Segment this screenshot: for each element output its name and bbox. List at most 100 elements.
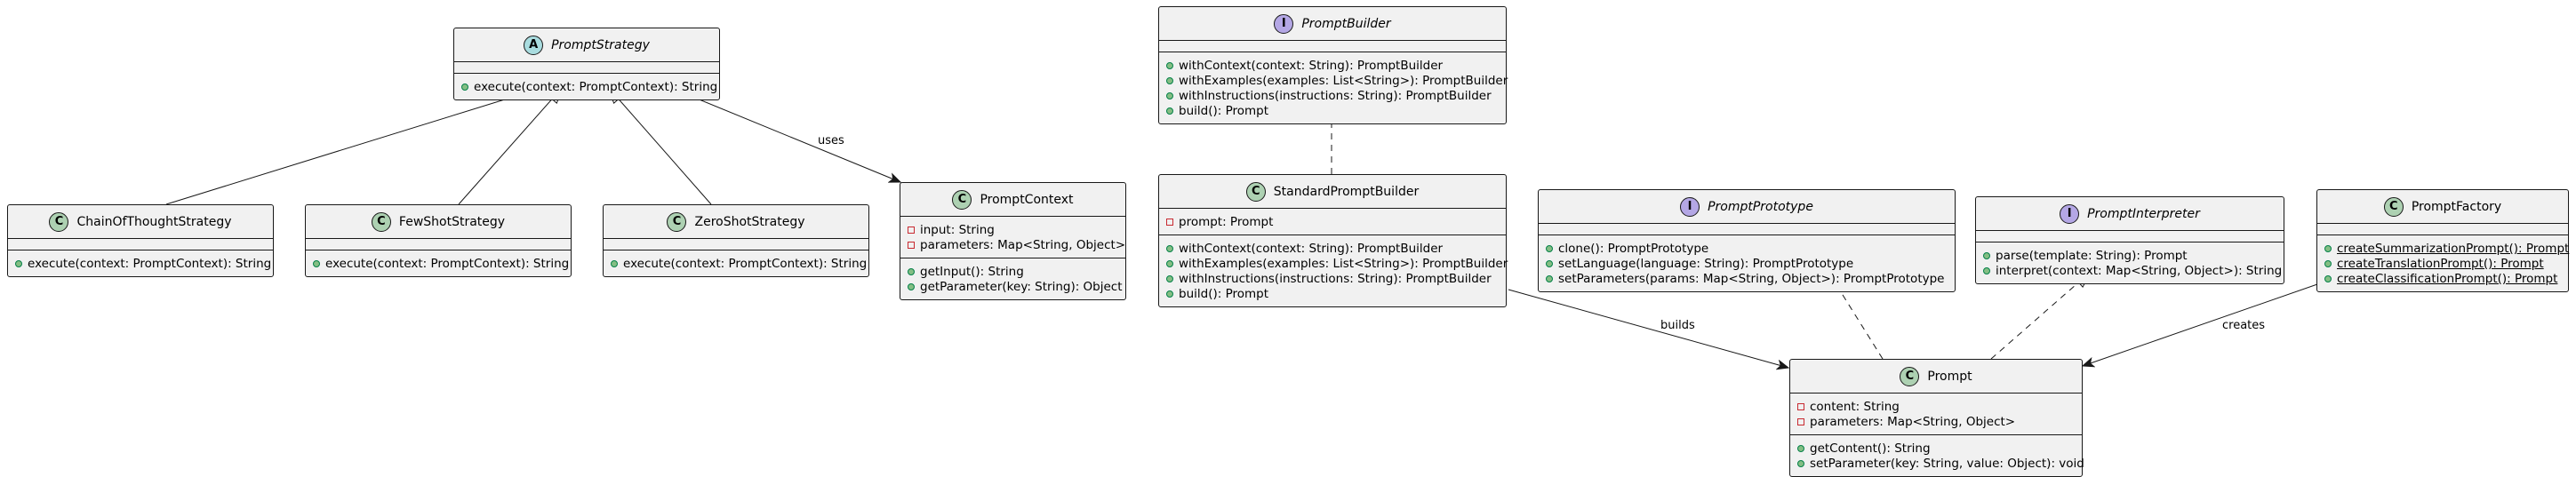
class-name: StandardPromptBuilder <box>1273 184 1420 199</box>
attributes-section <box>1976 231 2284 242</box>
class-badge-icon: C <box>2383 196 2404 217</box>
methods-section: execute(context: PromptContext): String <box>306 250 571 276</box>
member-text: build(): Prompt <box>1179 103 1268 118</box>
class-header: C ChainOfThoughtStrategy <box>8 205 273 239</box>
methods-section: execute(context: PromptContext): String <box>454 74 719 99</box>
member-row: getInput(): String <box>908 264 1118 279</box>
member-row: withInstructions(instructions: String): … <box>1166 271 1499 286</box>
member-row: createSummarizationPrompt(): Prompt <box>2324 241 2569 256</box>
public-visibility-icon <box>908 267 915 275</box>
member-text: getContent(): String <box>1810 441 1931 456</box>
member-text: withInstructions(instructions: String): … <box>1179 88 1492 103</box>
member-text: withInstructions(instructions: String): … <box>1179 271 1492 286</box>
member-row: setParameter(key: String, value: Object)… <box>1797 456 2084 471</box>
member-row: parse(template: String): Prompt <box>1983 248 2276 263</box>
member-text: interpret(context: Map<String, Object>):… <box>1996 263 2283 278</box>
class-badge-icon: C <box>49 211 69 232</box>
class-badge-icon: C <box>667 211 687 232</box>
member-text: withExamples(examples: List<String>): Pr… <box>1179 73 1508 88</box>
member-row: withContext(context: String): PromptBuil… <box>1166 58 1499 73</box>
class-name: PromptBuilder <box>1301 16 1391 31</box>
class-name: PromptStrategy <box>551 37 650 52</box>
class-name: ChainOfThoughtStrategy <box>76 214 232 229</box>
private-visibility-icon <box>1797 402 1804 410</box>
attributes-section <box>8 239 273 250</box>
member-text: input: String <box>920 222 995 237</box>
member-row: withInstructions(instructions: String): … <box>1166 88 1499 103</box>
methods-section: execute(context: PromptContext): String <box>604 250 868 276</box>
member-text: withContext(context: String): PromptBuil… <box>1179 58 1444 73</box>
attributes-section: prompt: Prompt <box>1159 209 1506 235</box>
public-visibility-icon <box>1166 76 1173 84</box>
class-header: C Prompt <box>1790 360 2082 394</box>
class-name: ZeroShotStrategy <box>694 214 805 229</box>
class-header: I PromptBuilder <box>1159 7 1506 41</box>
public-visibility-icon <box>1546 274 1553 282</box>
member-row: execute(context: PromptContext): String <box>461 79 717 94</box>
class-header: C PromptContext <box>900 183 1125 217</box>
public-visibility-icon <box>1166 107 1173 115</box>
public-visibility-icon <box>1797 459 1804 467</box>
member-text: content: String <box>1810 399 1900 414</box>
member-row: withContext(context: String): PromptBuil… <box>1166 241 1499 256</box>
member-row: setParameters(params: Map<String, Object… <box>1546 271 1948 286</box>
member-row: build(): Prompt <box>1166 286 1499 301</box>
private-visibility-icon <box>1166 218 1173 226</box>
public-visibility-icon <box>611 259 618 267</box>
private-visibility-icon <box>908 241 915 249</box>
methods-section: execute(context: PromptContext): String <box>8 250 273 276</box>
interface-badge-icon: I <box>1274 13 1294 34</box>
public-visibility-icon <box>1166 259 1173 267</box>
public-visibility-icon <box>2324 274 2332 282</box>
attributes-section <box>454 62 719 74</box>
member-text: setParameters(params: Map<String, Object… <box>1558 271 1945 286</box>
edge-few-shot-extends-strategy <box>458 87 563 205</box>
edge-label-creates: creates <box>2222 319 2266 332</box>
methods-section: withContext(context: String): PromptBuil… <box>1159 235 1508 306</box>
member-text: execute(context: PromptContext): String <box>474 79 718 94</box>
attributes-section <box>306 239 571 250</box>
public-visibility-icon <box>1166 290 1173 298</box>
member-row: setLanguage(language: String): PromptPro… <box>1546 256 1948 271</box>
class-badge-icon: C <box>952 189 972 210</box>
public-visibility-icon <box>15 259 22 267</box>
member-text: clone(): PromptPrototype <box>1558 241 1709 256</box>
member-text: setLanguage(language: String): PromptPro… <box>1558 256 1854 271</box>
public-visibility-icon <box>908 282 915 290</box>
member-text: setParameter(key: String, value: Object)… <box>1810 456 2084 471</box>
class-name: Prompt <box>1927 369 1972 384</box>
member-row: input: String <box>908 222 1118 237</box>
member-text: withExamples(examples: List<String>): Pr… <box>1179 256 1508 271</box>
member-row: prompt: Prompt <box>1166 214 1499 229</box>
class-name: PromptContext <box>980 192 1074 207</box>
edge-standard-builder-builds-prompt <box>1508 289 1788 368</box>
member-text: execute(context: PromptContext): String <box>28 256 272 271</box>
public-visibility-icon <box>1983 251 1990 259</box>
member-row: parameters: Map<String, Object> <box>1797 414 2075 429</box>
public-visibility-icon <box>1546 244 1553 252</box>
public-visibility-icon <box>1983 266 1990 274</box>
public-visibility-icon <box>1166 61 1173 69</box>
member-row: getParameter(key: String): Object <box>908 279 1123 294</box>
public-visibility-icon <box>1166 244 1173 252</box>
edge-prompt-implements-interpreter <box>1990 272 2091 360</box>
member-text: parse(template: String): Prompt <box>1996 248 2188 263</box>
member-row: parameters: Map<String, Object> <box>908 237 1125 252</box>
public-visibility-icon <box>1546 259 1553 267</box>
class-badge-icon: C <box>371 211 391 232</box>
attributes-section <box>1159 41 1506 52</box>
member-text: createSummarizationPrompt(): Prompt <box>2337 241 2570 256</box>
class-badge-icon: C <box>1900 366 1920 386</box>
edge-chain-of-thought-extends-strategy <box>165 87 545 205</box>
